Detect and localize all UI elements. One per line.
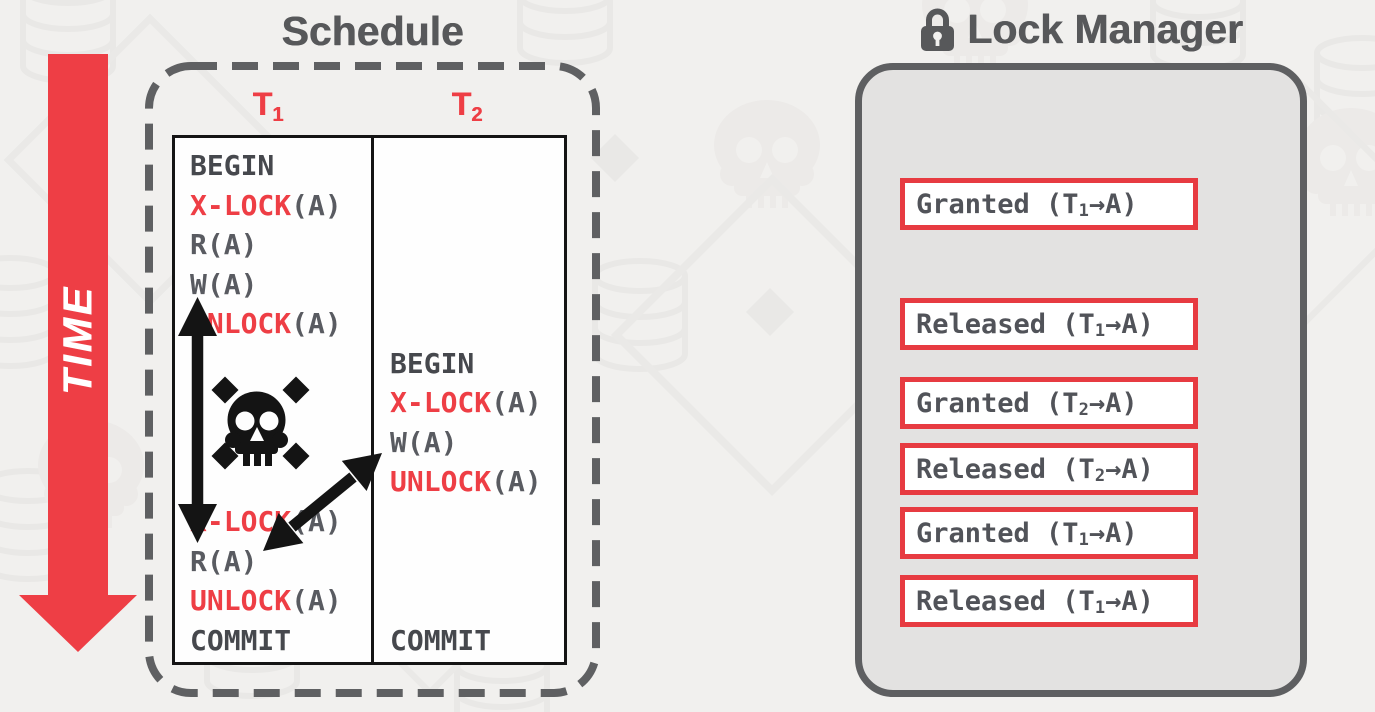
schedule-op: X-LOCK(A) bbox=[390, 386, 542, 420]
schedule-title: Schedule bbox=[281, 8, 464, 54]
time-arrow-shaft bbox=[48, 54, 108, 595]
schedule-op: X-LOCK(A) bbox=[190, 188, 342, 222]
schedule-op: R(A) bbox=[190, 228, 258, 262]
schedule-op: X-LOCK(A) bbox=[190, 504, 342, 538]
time-arrow-head bbox=[19, 595, 137, 652]
schedule-op: BEGIN bbox=[190, 149, 275, 182]
schedule-op: UNLOCK(A) bbox=[390, 465, 542, 499]
time-axis-label: TIME bbox=[54, 285, 101, 395]
lock-manager-title: Lock Manager bbox=[855, 6, 1307, 53]
schedule-op: UNLOCK(A) bbox=[190, 307, 342, 341]
transaction-1-label: T1 bbox=[252, 86, 284, 126]
schedule-op: R(A) bbox=[190, 544, 258, 578]
schedule-table: BEGIN X-LOCK(A) R(A) W(A) UNLOCK(A) X-LOCK(A)… bbox=[172, 135, 567, 665]
schedule-op: UNLOCK(A) bbox=[190, 584, 342, 618]
padlock-icon bbox=[921, 8, 955, 51]
schedule-op: COMMIT bbox=[390, 623, 492, 657]
schedule-op: BEGIN bbox=[390, 346, 475, 380]
schedule-op: W(A) bbox=[190, 267, 258, 301]
schedule-op: COMMIT bbox=[190, 623, 292, 657]
lock-manager-title-text: Lock Manager bbox=[967, 6, 1243, 52]
schedule-op: W(A) bbox=[390, 425, 458, 459]
column-divider bbox=[371, 138, 374, 662]
transaction-2-label: T2 bbox=[451, 86, 483, 126]
